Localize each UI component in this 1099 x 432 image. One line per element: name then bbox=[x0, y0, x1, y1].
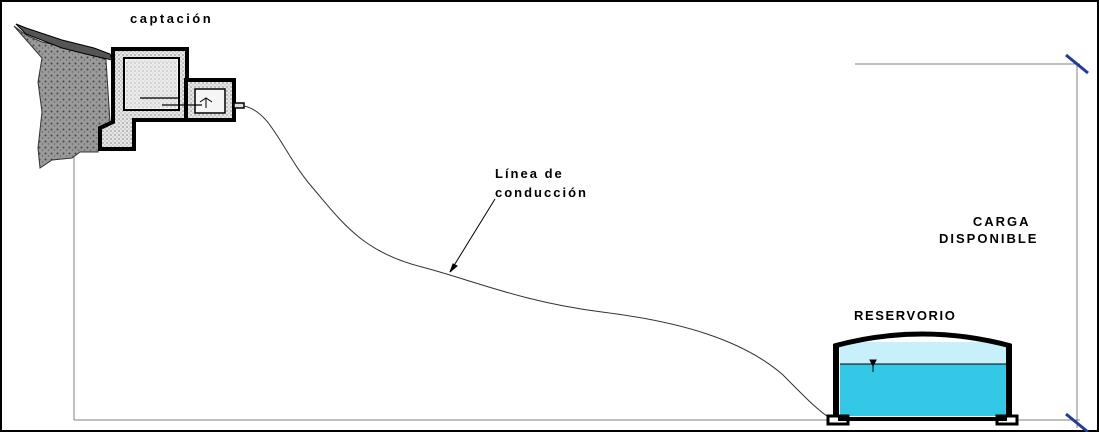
carga-disponible-label: CARGA DISPONIBLE bbox=[939, 213, 1038, 247]
reservorio-label: RESERVORIO bbox=[854, 308, 957, 323]
linea-label-line2: conducción bbox=[495, 185, 588, 200]
captacion-structure bbox=[13, 23, 245, 169]
hillside-ground bbox=[13, 25, 111, 169]
carga-label-line2: DISPONIBLE bbox=[939, 231, 1039, 246]
captacion-label: captación bbox=[130, 11, 214, 26]
dimension-ticks bbox=[1065, 53, 1089, 432]
top-dimension-tick bbox=[1065, 53, 1089, 75]
linea-conduccion-label: Línea de conducción bbox=[495, 165, 588, 201]
outlet-pipe bbox=[233, 102, 245, 109]
reservorio-water bbox=[840, 364, 1006, 416]
reservorio-structure bbox=[826, 331, 1019, 426]
valve-symbol bbox=[199, 97, 213, 108]
reservorio-level-marker bbox=[869, 359, 877, 372]
linea-label-line1: Línea de bbox=[495, 166, 564, 181]
carga-label-line1: CARGA bbox=[972, 214, 1031, 229]
label-leader bbox=[449, 198, 496, 273]
reservorio-roof bbox=[833, 331, 1012, 349]
main-chamber-fill bbox=[126, 60, 177, 108]
bottom-dimension-tick bbox=[1065, 412, 1089, 432]
reservorio-water-top bbox=[840, 342, 1006, 364]
conduccion-line bbox=[243, 105, 831, 419]
